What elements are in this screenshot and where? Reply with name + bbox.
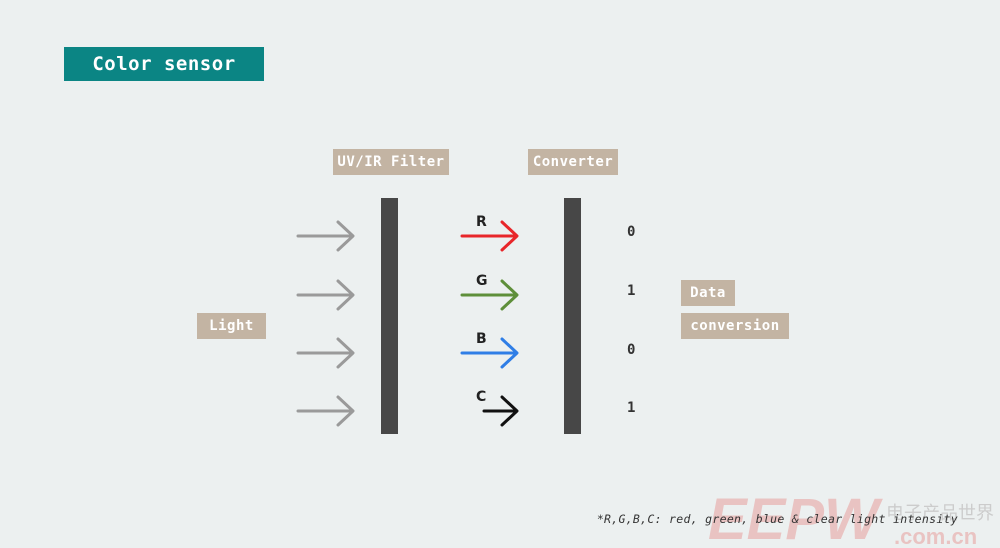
uv-ir-filter-bar <box>381 198 398 434</box>
light-arrow-icon <box>296 279 355 311</box>
channel-letter-g: G <box>476 273 488 289</box>
data-label: Data <box>681 280 735 306</box>
conversion-label: conversion <box>681 313 789 339</box>
page-title: Color sensor <box>64 47 264 81</box>
converter-label: Converter <box>528 149 618 175</box>
channel-letter-c: C <box>476 389 487 405</box>
bit-value: 1 <box>627 283 636 299</box>
bit-value: 1 <box>627 400 636 416</box>
svg-text:EEPW: EEPW <box>708 489 883 548</box>
converter-bar <box>564 198 581 434</box>
bit-value: 0 <box>627 224 636 240</box>
green-channel-arrow-icon <box>460 279 519 311</box>
eepw-watermark-logo: EEPW 电子产品世界 .com.cn <box>708 489 994 548</box>
uv-ir-filter-label: UV/IR Filter <box>333 149 449 175</box>
light-arrow-icon <box>296 220 355 252</box>
clear-channel-arrow-icon <box>482 395 519 427</box>
bit-value: 0 <box>627 342 636 358</box>
channel-letter-r: R <box>476 214 487 230</box>
blue-channel-arrow-icon <box>460 337 519 369</box>
svg-text:电子产品世界: 电子产品世界 <box>886 503 994 524</box>
light-label: Light <box>197 313 266 339</box>
footnote: *R,G,B,C: red, green, blue & clear light… <box>596 512 958 526</box>
svg-text:.com.cn: .com.cn <box>894 524 977 548</box>
light-arrow-icon <box>296 337 355 369</box>
channel-letter-b: B <box>476 331 487 347</box>
red-channel-arrow-icon <box>460 220 519 252</box>
light-arrow-icon <box>296 395 355 427</box>
